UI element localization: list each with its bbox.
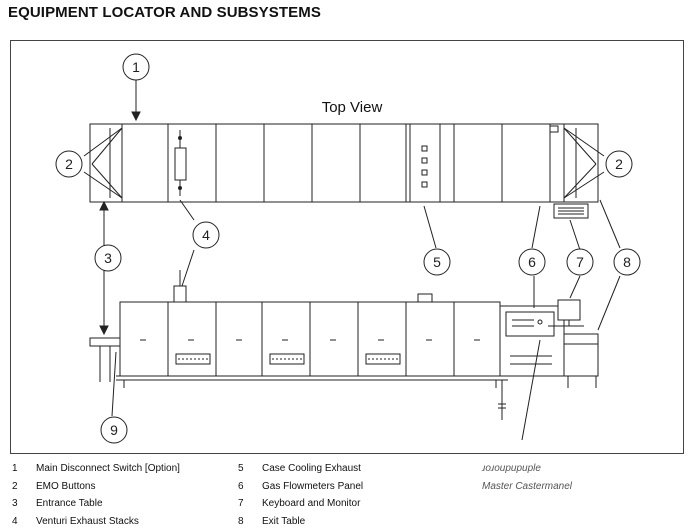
callout-7: 7: [566, 248, 594, 276]
callout-5: 5: [423, 248, 451, 276]
callout-9: 9: [100, 416, 128, 444]
callout-8: 8: [613, 248, 641, 276]
legend-fragment: ɹoɹoupupuple: [482, 463, 541, 474]
callout-6: 6: [518, 248, 546, 276]
callout-1: 1: [122, 53, 150, 81]
callouts: 1 2 2 3 4 5 6 7: [55, 53, 641, 444]
svg-text:2: 2: [65, 156, 73, 172]
callout-2-left: 2: [55, 150, 83, 178]
diagram-frame: [10, 40, 684, 454]
svg-text:2: 2: [615, 156, 623, 172]
page-title: EQUIPMENT LOCATOR AND SUBSYSTEMS: [8, 4, 321, 21]
keyboard-icon: [553, 203, 589, 219]
side-view-control-section: [498, 299, 599, 420]
top-view-exit-end: [563, 123, 599, 203]
legend-column-right: ɹoɹoupupuple Master Castermanel: [482, 460, 572, 495]
callout-3: 3: [94, 244, 122, 272]
svg-text:7: 7: [576, 254, 584, 270]
svg-text:4: 4: [202, 227, 210, 243]
svg-text:5: 5: [433, 254, 441, 270]
side-view-body: [116, 270, 508, 388]
leader-lines: [83, 80, 621, 441]
top-view-body: [121, 123, 565, 203]
legend-fragment: Master Castermanel: [482, 480, 573, 492]
svg-text:3: 3: [104, 250, 112, 266]
callout-4: 4: [192, 221, 220, 249]
svg-text:1: 1: [132, 59, 140, 75]
svg-text:8: 8: [623, 254, 631, 270]
callout-2-right: 2: [605, 150, 633, 178]
entrance-table: [89, 337, 121, 382]
svg-text:6: 6: [528, 254, 536, 270]
top-view-label: Top View: [322, 99, 383, 116]
svg-text:9: 9: [110, 422, 118, 438]
top-view-entrance-end: [89, 123, 123, 203]
